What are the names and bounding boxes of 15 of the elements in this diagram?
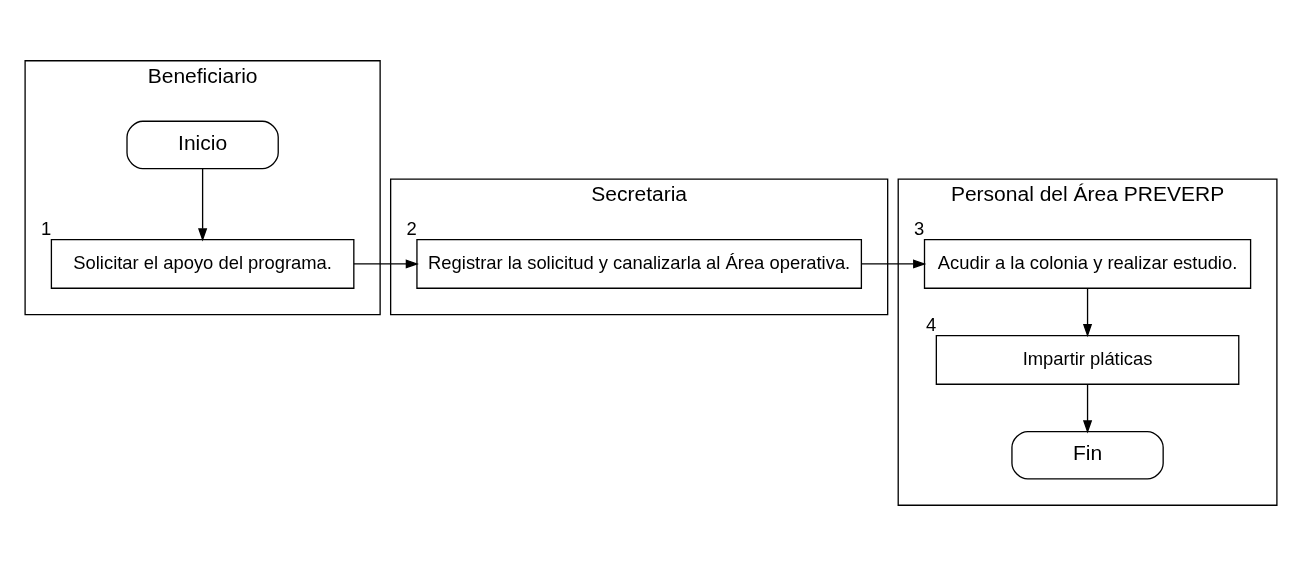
node-label: 1 [41, 217, 52, 239]
node-box: Inicio [126, 120, 279, 169]
node-box: Acudir a la colonia y realizar estudio. [923, 238, 1252, 289]
node-label: 3 [914, 217, 925, 239]
arrow [1082, 287, 1093, 337]
arrow [1082, 383, 1093, 433]
arrow [198, 167, 208, 241]
node-label: 2 [406, 217, 417, 239]
arrow [860, 258, 927, 269]
node-box: Impartir pláticas [935, 334, 1240, 385]
node-box: Fin [1011, 430, 1164, 480]
node-label: 4 [925, 313, 937, 335]
node-box: Solicitar el apoyo del programa. [50, 238, 355, 289]
arrow [353, 258, 419, 269]
node-box: Registrar la solicitud y canalizarla al Área operativa. [416, 238, 863, 289]
